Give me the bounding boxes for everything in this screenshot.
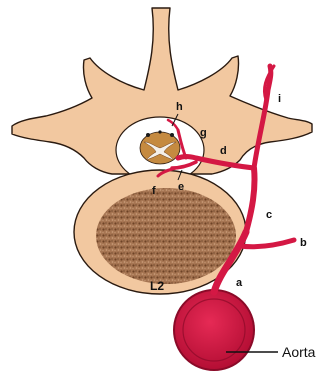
label-c: c bbox=[266, 209, 272, 221]
artery-c bbox=[246, 168, 255, 232]
label-a: a bbox=[236, 277, 243, 289]
vertebral-body-cancellous-core bbox=[96, 188, 236, 284]
label-i: i bbox=[278, 93, 281, 105]
label-aorta: Aorta bbox=[282, 344, 316, 360]
label-e: e bbox=[178, 181, 184, 193]
label-d: d bbox=[220, 145, 227, 157]
aorta bbox=[174, 290, 254, 370]
label-g: g bbox=[200, 127, 207, 139]
label-l2: L2 bbox=[150, 279, 164, 293]
label-h: h bbox=[176, 101, 183, 113]
artery-b bbox=[240, 240, 294, 247]
label-b: b bbox=[300, 237, 307, 249]
label-f: f bbox=[152, 185, 156, 197]
